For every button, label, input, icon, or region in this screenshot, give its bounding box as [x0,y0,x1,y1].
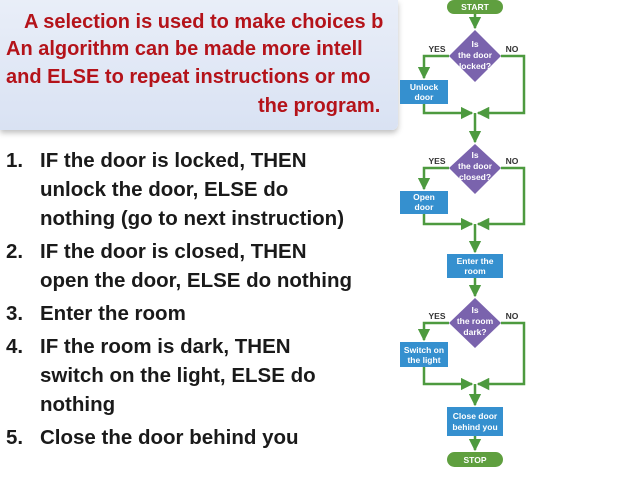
process-text: Enter the [457,256,494,266]
decision-text: the room [457,316,494,326]
callout-line-4-text: the program [258,95,375,117]
process-text: door [415,202,435,212]
decision-diamond [449,30,501,82]
connector-yes [417,54,449,80]
process-text: door [415,92,435,102]
connector [422,214,474,231]
yes-label: YES [428,311,445,321]
step-line: switch on the light, ELSE do [40,364,316,387]
step-text: Close the door behind you [40,423,401,452]
process-text: Open [413,192,435,202]
connector-no [476,166,526,231]
step-number: 2. [6,240,24,263]
stop-terminal [447,452,503,467]
step-text: IF the room is dark, THEN switch on the … [40,332,401,419]
connector-yes [417,321,449,342]
step-line: Close the door behind you [40,426,299,449]
connector [422,104,474,120]
step-item: 5. Close the door behind you [6,423,401,452]
step-number: 5. [6,426,24,449]
connector [422,367,474,391]
process-text: the light [407,355,440,365]
process-box [400,191,448,214]
step-text: Enter the room [40,299,401,328]
connector-no [476,321,526,391]
step-line: IF the room is dark, THEN [40,335,291,358]
step-number: 3. [6,302,24,325]
process-text: behind you [452,422,497,432]
decision-text: the door [458,50,493,60]
decision-text: Is [471,150,478,160]
step-text: IF the door is closed, THEN open the doo… [40,237,401,295]
step-line: IF the door is locked, THEN [40,149,307,172]
step-line: nothing [40,393,116,416]
step-text: IF the door is locked, THEN unlock the d… [40,146,401,233]
callout-line-4-end: . [374,95,381,117]
decision-diamond [449,144,501,194]
process-text: Close door [453,411,498,421]
yes-label: YES [428,44,445,54]
callout-line-2: An algorithm can be made more intell [6,38,363,60]
decision-text: Is [471,39,478,49]
no-label: NO [506,156,519,166]
flowchart: START Is the door locked? YES NO Unlock … [400,0,526,467]
process-box [400,80,448,104]
callout-line-4: the program. [258,95,380,118]
start-label: START [461,2,490,12]
process-text: Switch on [404,345,444,355]
decision-diamond [449,298,501,348]
decision-text: dark? [463,327,486,337]
step-line: unlock the door, ELSE do [40,178,289,201]
connector-no [476,54,526,120]
step-number: 4. [6,335,24,358]
step-item: 3. Enter the room [6,299,401,328]
step-line: open the door, ELSE do nothing [40,269,353,292]
process-box [400,342,448,367]
step-item: 1. IF the door is locked, THEN unlock th… [6,146,401,233]
step-line: IF the door is closed, THEN [40,240,307,263]
decision-text: locked? [459,61,491,71]
step-number: 1. [6,149,24,172]
callout-line-1: A selection is used to make choices b [24,11,384,33]
step-item: 4. IF the room is dark, THEN switch on t… [6,332,401,419]
flowchart-connectors [417,14,526,452]
no-label: NO [506,311,519,321]
connector-yes [417,166,449,191]
stop-label: STOP [464,455,487,465]
start-terminal [447,0,503,14]
step-item: 2. IF the door is closed, THEN open the … [6,237,401,295]
process-text: room [464,266,486,276]
yes-label: YES [428,156,445,166]
header-callout: A selection is used to make choices b An… [0,0,398,130]
step-line: Enter the room [40,302,186,325]
callout-line-3: and ELSE to repeat instructions or mo [6,66,371,88]
decision-text: closed? [459,172,491,182]
process-box [447,254,503,278]
decision-text: the door [458,161,493,171]
decision-text: Is [471,305,478,315]
steps-list: 1. IF the door is locked, THEN unlock th… [6,146,401,456]
process-box [447,407,503,436]
step-line: nothing (go to next instruction) [40,207,345,230]
process-text: Unlock [410,82,439,92]
no-label: NO [506,44,519,54]
